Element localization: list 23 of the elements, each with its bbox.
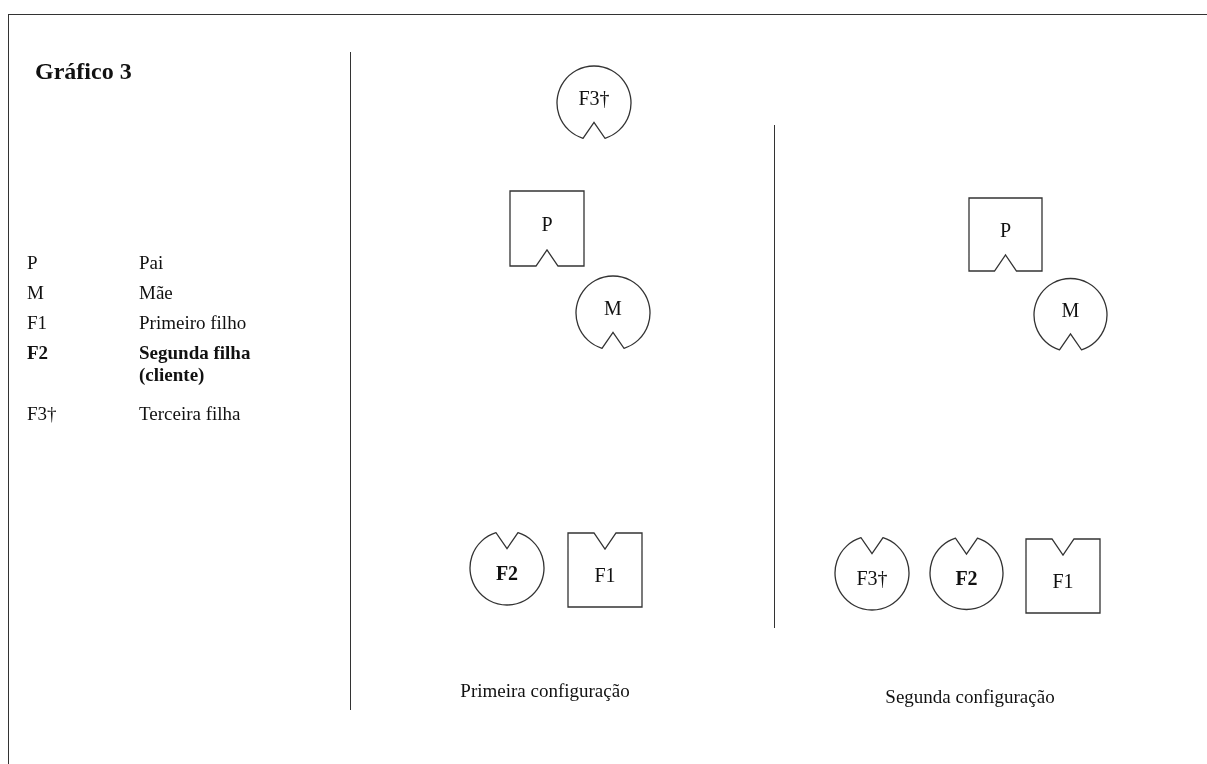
person-code: M [603,297,623,319]
person-code: P [998,218,1013,241]
person-code: F1 [1051,570,1075,592]
legend-symbol: F3† [27,403,57,425]
person-code: M [1060,299,1081,321]
legend-meaning: Terceira filha [139,403,241,425]
chart-title: Gráfico 3 [35,58,132,85]
legend-symbol: F2 [27,342,49,364]
legend-symbol: F1 [27,312,48,334]
person-code: F3† [577,87,611,109]
person-code: F2 [954,567,979,589]
person-code: F3† [855,567,889,589]
person-code: P [540,212,554,235]
legend-meaning: Segunda filha (cliente) [139,342,252,386]
legend-symbol: M [27,282,44,304]
person-code: F1 [593,564,617,586]
legend-meaning: Mãe [139,282,173,304]
configuration-caption: Primeira configuração [460,680,630,702]
legend-symbol: P [27,252,38,274]
legend-meaning: Pai [139,252,164,274]
person-code: F2 [494,562,520,584]
legend-meaning: Primeiro filho [139,312,247,334]
configuration-caption: Segunda configuração [885,686,1055,708]
